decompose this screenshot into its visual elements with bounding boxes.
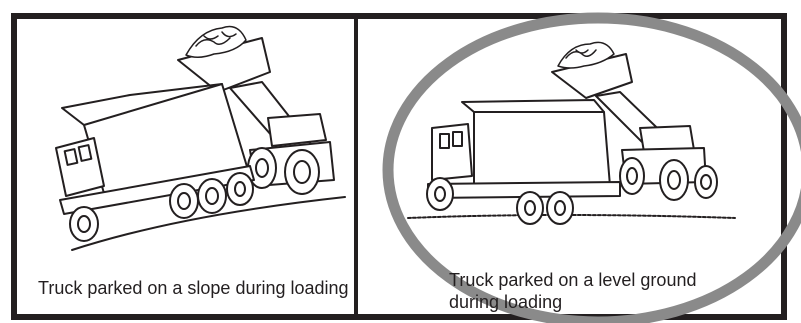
truck-window-2 xyxy=(79,145,92,161)
caption-level-line1: Truck parked on a level ground xyxy=(449,269,759,291)
truck-window-1 xyxy=(440,134,449,148)
caption-level-ground: Truck parked on a level ground during lo… xyxy=(449,269,759,313)
loader-cab xyxy=(268,114,326,146)
truck-dump-bed xyxy=(474,112,610,186)
truck-window-2 xyxy=(453,132,462,146)
truck-window-1 xyxy=(65,149,78,165)
left-panel-scene xyxy=(56,27,345,251)
caption-level-line2: during loading xyxy=(449,291,759,313)
right-panel-scene xyxy=(408,42,735,224)
caption-slope: Truck parked on a slope during loading xyxy=(38,277,349,299)
